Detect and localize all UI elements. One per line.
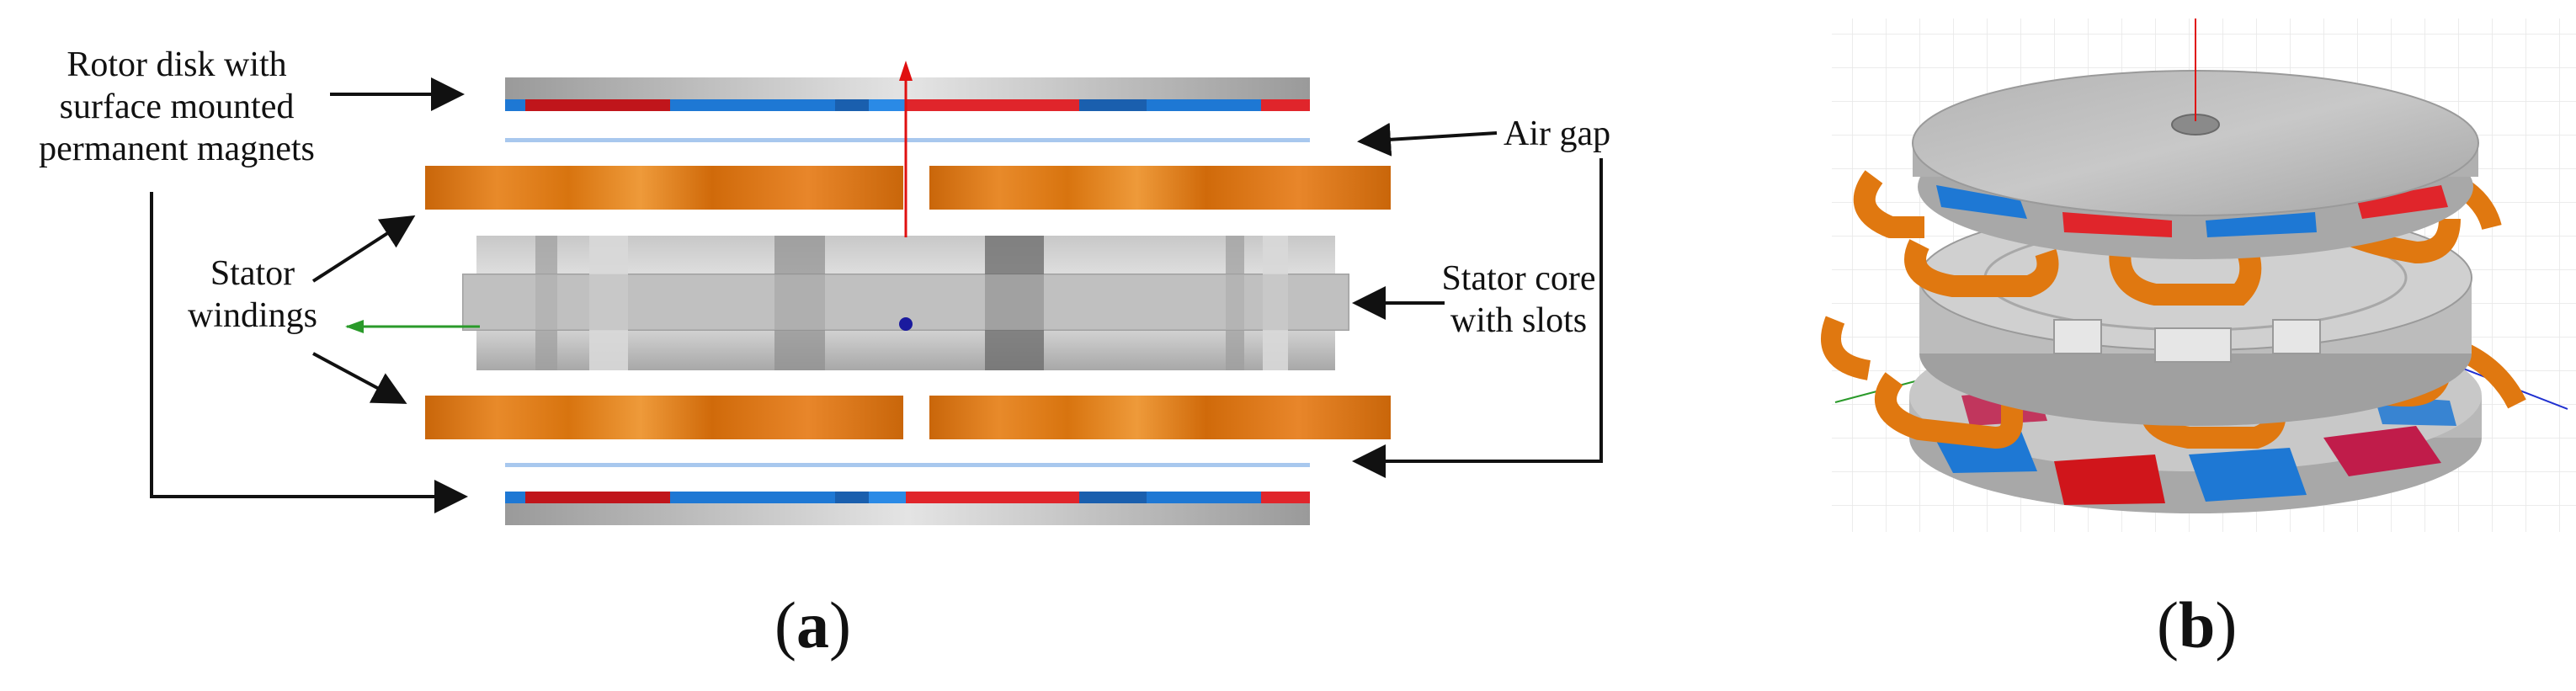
rotor-disk-label: Rotor disk with surface mounted permanen…	[25, 44, 328, 170]
stator-slots-3d	[2053, 319, 2321, 363]
top-rotor-back-iron	[505, 77, 1310, 103]
bottom-air-gap-line	[505, 463, 1310, 467]
cross-section-view	[150, 61, 1603, 525]
stator-windings-line1: Stator	[210, 254, 295, 293]
top-magnets-3d	[1936, 185, 2448, 237]
rotor-label-line3: permanent magnets	[39, 130, 315, 168]
x-axis-arrowhead	[345, 320, 364, 333]
lower-winding-left	[425, 396, 903, 439]
rotor-label-line2: surface mounted	[59, 88, 295, 126]
upper-winding-right	[929, 166, 1391, 210]
bottom-rotor-back-iron	[505, 503, 1310, 525]
three-d-view	[1821, 19, 2576, 532]
stator-core-line2: with slots	[1450, 301, 1588, 340]
top-air-gap-line	[505, 138, 1310, 142]
upper-winding-left	[425, 166, 903, 210]
annotation-arrows	[150, 77, 1603, 513]
caption-a-letter: a	[796, 588, 829, 662]
stator-windings-line2: windings	[187, 296, 317, 335]
z-axis-arrowhead	[899, 61, 913, 81]
stator-core-label: Stator core with slots	[1426, 258, 1611, 342]
center-axis-dot	[899, 317, 913, 331]
stator-windings-label: Stator windings	[168, 252, 337, 337]
stator-core-line1: Stator core	[1441, 259, 1596, 298]
bottom-magnet-strip	[505, 492, 1310, 503]
lower-winding-right	[929, 396, 1391, 439]
rotor-label-line1: Rotor disk with	[67, 45, 287, 84]
caption-a: (a)	[774, 588, 851, 662]
caption-b-letter: b	[2178, 588, 2216, 662]
air-gap-label: Air gap	[1504, 114, 1611, 153]
top-magnet-strip	[505, 99, 1310, 111]
stator-core	[462, 236, 1349, 370]
caption-b: (b)	[2157, 588, 2238, 662]
